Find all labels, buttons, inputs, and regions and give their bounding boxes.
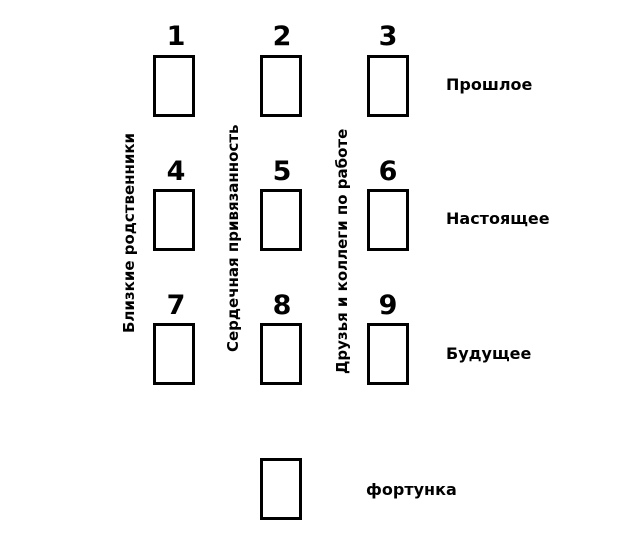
row-label-past: Прошлое: [446, 75, 533, 94]
card-number-6: 6: [378, 156, 398, 187]
card-number-1: 1: [166, 21, 186, 52]
card-slot-9: [367, 323, 409, 385]
card-number-8: 8: [272, 290, 292, 321]
card-slot-5: [260, 189, 302, 251]
column-label-heart: Сердечная привязанность: [224, 124, 242, 352]
card-number-9: 9: [378, 290, 398, 321]
column-label-relatives: Близкие родственники: [120, 132, 138, 333]
card-slot-fortune: [260, 458, 302, 520]
fortune-label: фортунка: [366, 480, 457, 499]
card-slot-7: [153, 323, 195, 385]
card-number-7: 7: [166, 290, 186, 321]
card-slot-8: [260, 323, 302, 385]
row-label-future: Будущее: [446, 344, 532, 363]
card-number-3: 3: [378, 21, 398, 52]
card-slot-1: [153, 55, 195, 117]
card-slot-3: [367, 55, 409, 117]
column-label-friends: Друзья и коллеги по работе: [333, 128, 351, 374]
card-number-5: 5: [272, 156, 292, 187]
card-slot-4: [153, 189, 195, 251]
card-slot-2: [260, 55, 302, 117]
card-number-2: 2: [272, 21, 292, 52]
card-slot-6: [367, 189, 409, 251]
card-number-4: 4: [166, 156, 186, 187]
row-label-present: Настоящее: [446, 209, 550, 228]
